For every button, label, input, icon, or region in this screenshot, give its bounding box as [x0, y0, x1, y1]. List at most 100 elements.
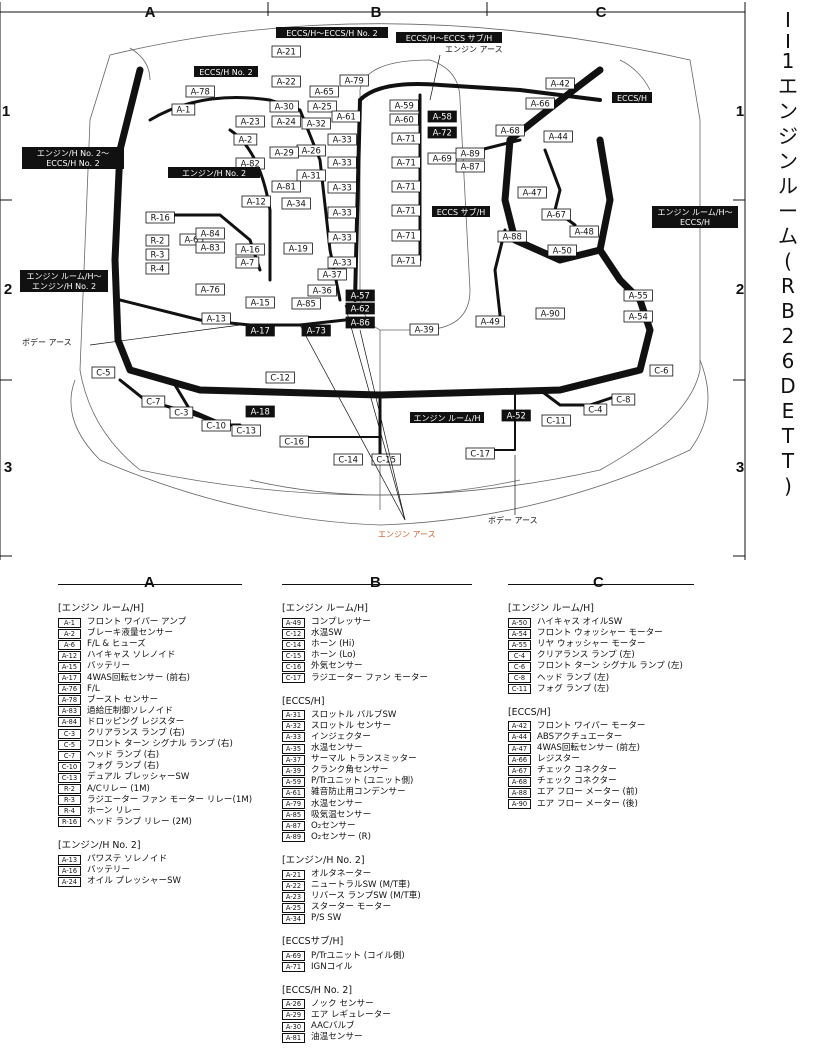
legend-item-name: ヘッド ランプ (右) [87, 750, 160, 761]
connector-a-85: A-85 [291, 297, 321, 310]
connector-box [231, 424, 261, 437]
legend-item-code: A-85 [282, 810, 305, 821]
connector-r-3: R-3 [145, 248, 170, 261]
connector-label: A-57 [351, 291, 370, 301]
connector-box [195, 227, 225, 240]
connector-a-84: A-84 [195, 227, 225, 240]
legend-item-code: A-22 [282, 880, 305, 891]
connector-box [569, 225, 599, 238]
harness-lines [111, 66, 654, 457]
connector-box [497, 230, 527, 243]
connector-label: A-24 [277, 117, 296, 127]
connector-label: A-68 [501, 126, 520, 136]
legend-divider-c [508, 584, 694, 585]
legend-item-code: R-16 [58, 817, 81, 828]
engine-room-h-text: エンジン ルーム/H [413, 414, 480, 423]
connector-label: A-82 [241, 159, 260, 169]
connector-label: A-62 [351, 304, 370, 314]
connector-box [301, 117, 331, 130]
connector-box [409, 323, 439, 336]
connector-label: A-85 [297, 299, 316, 309]
legend-item-code: A-78 [58, 695, 81, 706]
wiring-diagram: A B C 1 2 3 1 2 3 A [0, 2, 746, 560]
connector-box [269, 100, 299, 113]
connector-label: A-33 [333, 135, 352, 145]
legend-item-name: AACバルブ [311, 1021, 355, 1031]
legend-item-code: C-17 [282, 673, 305, 684]
connector-box [91, 366, 116, 379]
connector-r-16: R-16 [145, 211, 175, 224]
legend-item-name: サーマル トランスミッター [311, 754, 417, 765]
legend-item-name: F/L & ヒューズ [87, 639, 146, 650]
vertical-title-char: ン [778, 149, 798, 173]
connector-box [501, 409, 531, 422]
connector-label: A-72 [433, 128, 452, 138]
connector-box [495, 124, 525, 137]
connector-box [141, 395, 166, 408]
section-separator [787, 34, 789, 48]
legend-item-name: ABSアクチュエーター [537, 731, 623, 742]
legend-item-name: スターター モーター [311, 902, 392, 913]
legend-item-name: オルタネーター [311, 868, 372, 879]
connector-a-18: A-18 [245, 405, 275, 418]
connector-box [455, 160, 485, 173]
grid-row-1-right: 1 [736, 103, 744, 120]
connector-box [623, 289, 653, 302]
legend-item-name: バッテリー [87, 865, 130, 876]
legend-item-code: C-16 [282, 662, 305, 673]
legend-divider-a [58, 584, 242, 585]
connector-c-4: C-4 [583, 403, 608, 416]
connector-label: A-39 [415, 325, 434, 335]
connector-a-33: A-33 [327, 133, 357, 146]
legend-group-title: [エンジン ルーム/H] [282, 603, 368, 614]
connector-label: C-10 [206, 421, 226, 431]
connector-label: A-44 [549, 132, 568, 142]
connector-a-65: A-65 [309, 85, 339, 98]
connector-label: A-33 [333, 158, 352, 168]
eccs-to-eccs-sub-tag: ECCS/H～ECCS サブ/H [396, 32, 502, 43]
legend-item-code: A-83 [58, 706, 81, 717]
connector-label: A-30 [275, 102, 294, 112]
legend-item-code: A-84 [58, 717, 81, 728]
connector-a-30: A-30 [269, 100, 299, 113]
connector-a-26: A-26 [296, 144, 326, 157]
eccs-h-no2-text: ECCS/H No. 2 [199, 68, 252, 77]
legend-item-code: A-88 [508, 787, 531, 798]
legend-item-code: A-32 [282, 721, 305, 732]
connector-label: A-22 [277, 77, 296, 87]
connector-label: A-16 [241, 245, 260, 255]
legend-item-code: A-21 [282, 869, 305, 880]
legend-col-c-head: C [593, 574, 604, 591]
connector-a-71: A-71 [391, 229, 421, 242]
connector-box [185, 85, 215, 98]
connector-a-81: A-81 [271, 180, 301, 193]
connector-box [296, 169, 326, 182]
connector-box [623, 310, 653, 323]
legend-item-code: A-59 [282, 776, 305, 787]
legend-item-name: リバース ランプSW (M/T車) [311, 891, 421, 902]
connector-box [245, 296, 275, 309]
connector-c-11: C-11 [541, 414, 571, 427]
connector-box [245, 405, 275, 418]
legend-item-name: レジスター [537, 754, 580, 765]
legend-item-code: R-2 [58, 784, 81, 795]
legend-item-name: コンプレッサー [311, 617, 371, 628]
connector-a-34: A-34 [281, 197, 311, 210]
legend-item-code: A-16 [58, 865, 81, 876]
connector-box [427, 126, 457, 139]
connector-label: A-58 [433, 112, 452, 122]
vertical-title-char: 6 [781, 349, 795, 373]
grid-row-3-right: 3 [736, 459, 744, 476]
